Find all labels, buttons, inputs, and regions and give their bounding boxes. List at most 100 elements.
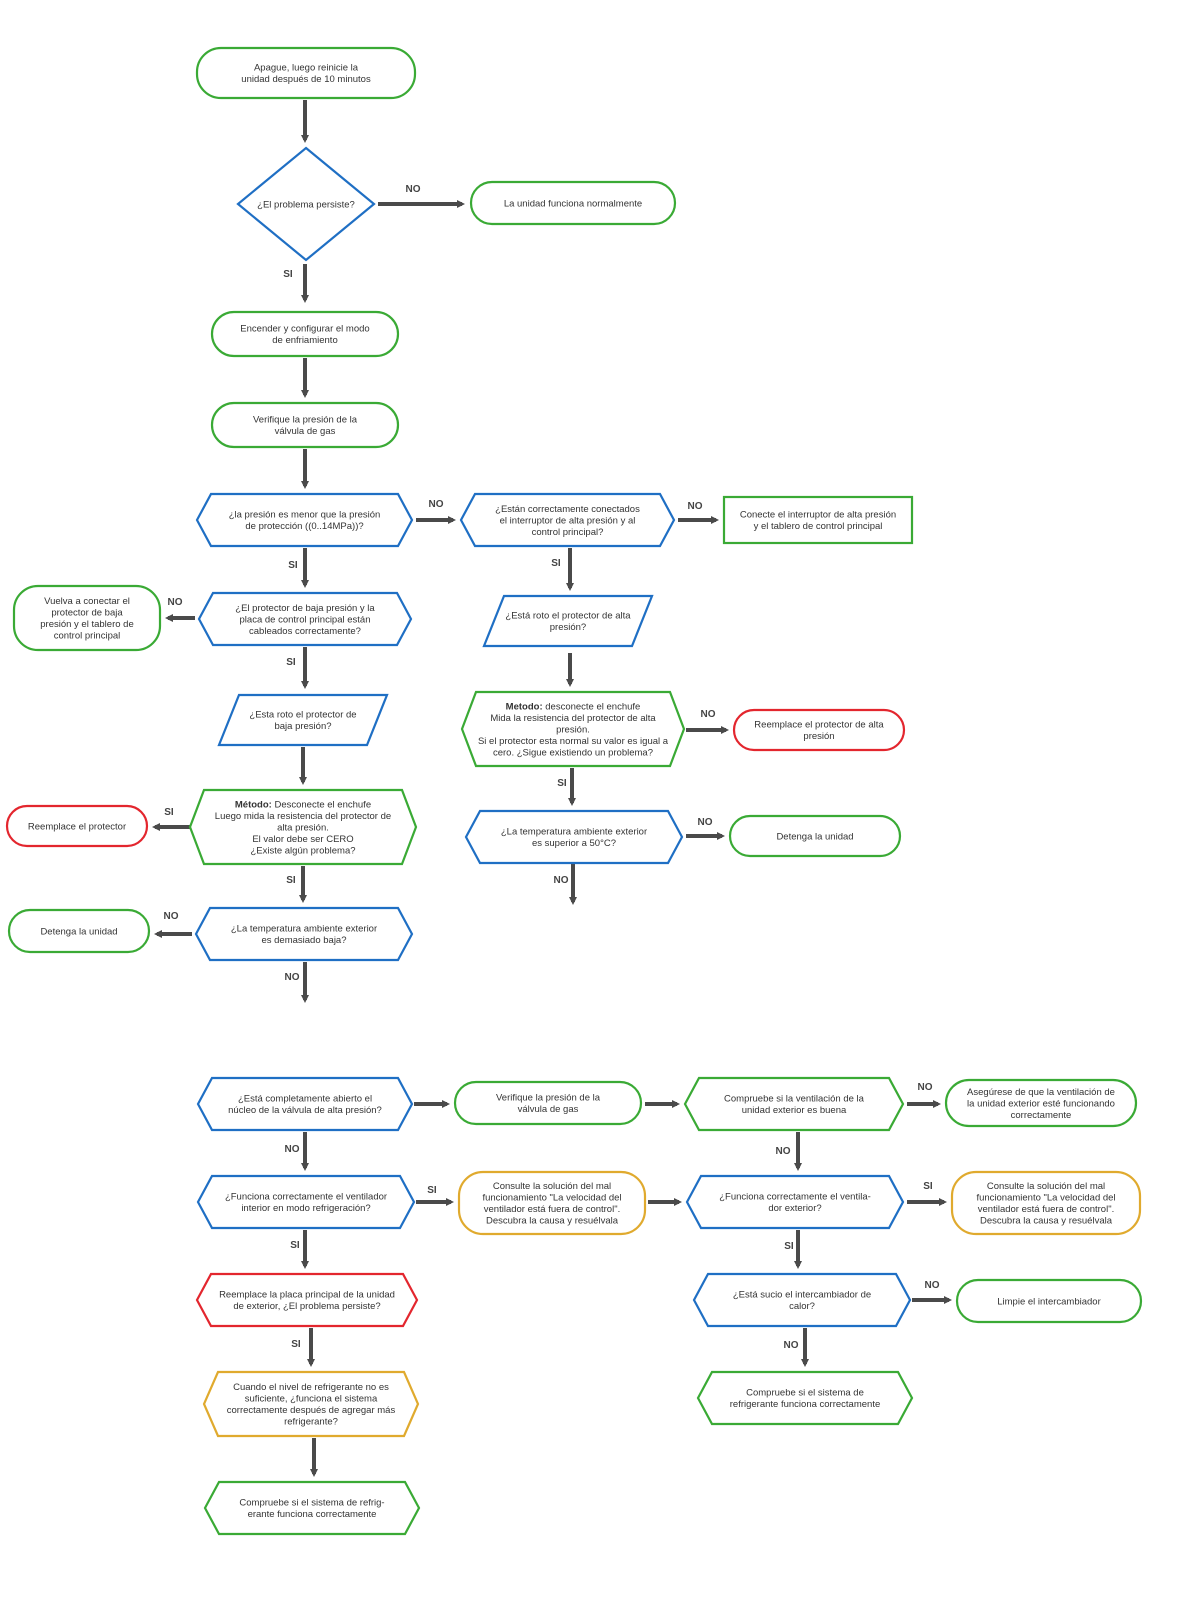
n24-line-1: la unidad exterior esté funcionando: [967, 1098, 1115, 1109]
n1-pill-shape: [195, 46, 417, 100]
edge-label-l13: NO: [698, 817, 713, 828]
n25-line-0: ¿Funciona correctamente el ventilador: [225, 1192, 387, 1203]
n26-line-2: ventilador está fuera de control".: [484, 1204, 620, 1215]
n12-line-0: ¿Esta roto el protector de: [249, 710, 356, 721]
n20-pill-node: [7, 908, 151, 954]
n6-line-1: de protección ((0..14MPa))?: [245, 521, 363, 532]
n25-hexagon-shape: [196, 1174, 416, 1230]
edge-label-l21: SI: [923, 1181, 933, 1192]
n27-line-1: dor exterior?: [768, 1203, 821, 1214]
n10-line-2: presión y el tablero de: [40, 619, 133, 630]
n32-line-1: suficiente, ¿funciona el sistema: [245, 1394, 378, 1405]
n24-pill-shape: [944, 1078, 1138, 1128]
n15-line-4: ¿Existe algún problema?: [250, 845, 355, 856]
edge-label-l14: NO: [554, 875, 569, 886]
edge-label-l20: NO: [776, 1146, 791, 1157]
n26-pill-shape: [457, 1170, 647, 1236]
n10-pill-shape: [12, 584, 162, 652]
n15-line-2: alta presión.: [277, 822, 329, 833]
n15-line-3: El valor debe ser CERO: [252, 834, 353, 845]
n3-line-0: La unidad funciona normalmente: [504, 198, 642, 209]
edge-label-l7: SI: [551, 558, 561, 569]
n10-line-1: protector de baja: [51, 608, 123, 619]
n25-line-1: interior en modo refrigeración?: [241, 1203, 370, 1214]
n6-hexagon-shape: [195, 492, 414, 548]
n33-hex-node: [696, 1370, 914, 1426]
n15-bold-prefix: Método:: [235, 799, 272, 810]
n29-line-0: Reemplace la placa principal de la unida…: [219, 1290, 395, 1301]
n29-text: Reemplace la placa principal de la unida…: [219, 1290, 395, 1313]
n24-pill-node: [944, 1078, 1138, 1128]
n9-line-1: placa de control principal están: [240, 614, 371, 625]
edge-label-l11: SI: [164, 807, 174, 818]
n31-pill-shape: [955, 1278, 1143, 1324]
n9-hex-node: [197, 591, 413, 647]
n8-rect-node: [722, 495, 914, 545]
edge-label-l15: NO: [164, 911, 179, 922]
n9-hexagon-shape: [197, 591, 413, 647]
n1-pill-node: [195, 46, 417, 100]
n4-pill-shape: [210, 310, 400, 358]
n18-text: Detenga la unidad: [776, 831, 853, 842]
edge-label-l17: NO: [918, 1082, 933, 1093]
n18-line-0: Detenga la unidad: [776, 831, 853, 842]
n11-parallelogram-shape: [482, 594, 654, 648]
edge-label-l18: NO: [285, 1144, 300, 1155]
n21-hexagon-shape: [196, 1076, 414, 1132]
n26-line-0: Consulte la solución del mal: [493, 1181, 611, 1192]
n3-pill-node: [469, 180, 677, 226]
edge-label-l22: SI: [290, 1240, 300, 1251]
n28-pill-node: [950, 1170, 1142, 1236]
n27-text: ¿Funciona correctamente el ventila-dor e…: [719, 1192, 871, 1215]
n17-hex-node: [464, 809, 684, 865]
n19-hex-node: [194, 906, 414, 962]
n16-pill-node: [5, 804, 149, 848]
n7-hexagon-shape: [459, 492, 676, 548]
n33-line-0: Compruebe si el sistema de: [746, 1388, 864, 1399]
n23-line-1: unidad exterior es buena: [742, 1105, 847, 1116]
n12-line-1: baja presión?: [274, 721, 331, 732]
n28-pill-shape: [950, 1170, 1142, 1236]
n28-line-3: Descubra la causa y resuélvala: [980, 1216, 1113, 1227]
n15-line-0: Método: Desconecte el enchufe: [235, 799, 371, 810]
edge-label-l25: SI: [291, 1339, 301, 1350]
n34-hex-node: [203, 1480, 421, 1536]
n26-line-3: Descubra la causa y resuélvala: [486, 1216, 619, 1227]
n17-line-1: es superior a 50°C?: [532, 838, 616, 849]
n10-line-0: Vuelva a conectar el: [44, 596, 130, 607]
n15-line-1: Luego mida la resistencia del protector …: [215, 811, 391, 822]
n27-hexagon-shape: [685, 1174, 905, 1230]
n28-line-0: Consulte la solución del mal: [987, 1181, 1105, 1192]
n15-line-0-rest: Desconecte el enchufe: [272, 799, 371, 810]
n18-pill-shape: [728, 814, 902, 858]
n17-line-0: ¿La temperatura ambiente exterior: [501, 827, 647, 838]
n2-line-0: ¿El problema persiste?: [257, 199, 355, 210]
n23-line-0: Compruebe si la ventilación de la: [724, 1094, 865, 1105]
n10-pill-node: [12, 584, 162, 652]
n13-line-2: presión.: [556, 724, 590, 735]
n15-hexagon-shape: [188, 788, 418, 866]
edge-label-l12: SI: [286, 875, 296, 886]
n26-pill-node: [457, 1170, 647, 1236]
edge-label-l1: NO: [406, 184, 421, 195]
n31-line-0: Limpie el intercambiador: [997, 1296, 1101, 1307]
n8-line-0: Conecte el interruptor de alta presión: [740, 510, 896, 521]
n4-line-0: Encender y configurar el modo: [240, 324, 369, 335]
edge-label-l5: SI: [288, 560, 298, 571]
n17-hexagon-shape: [464, 809, 684, 865]
n1-line-0: Apague, luego reinicie la: [254, 63, 359, 74]
